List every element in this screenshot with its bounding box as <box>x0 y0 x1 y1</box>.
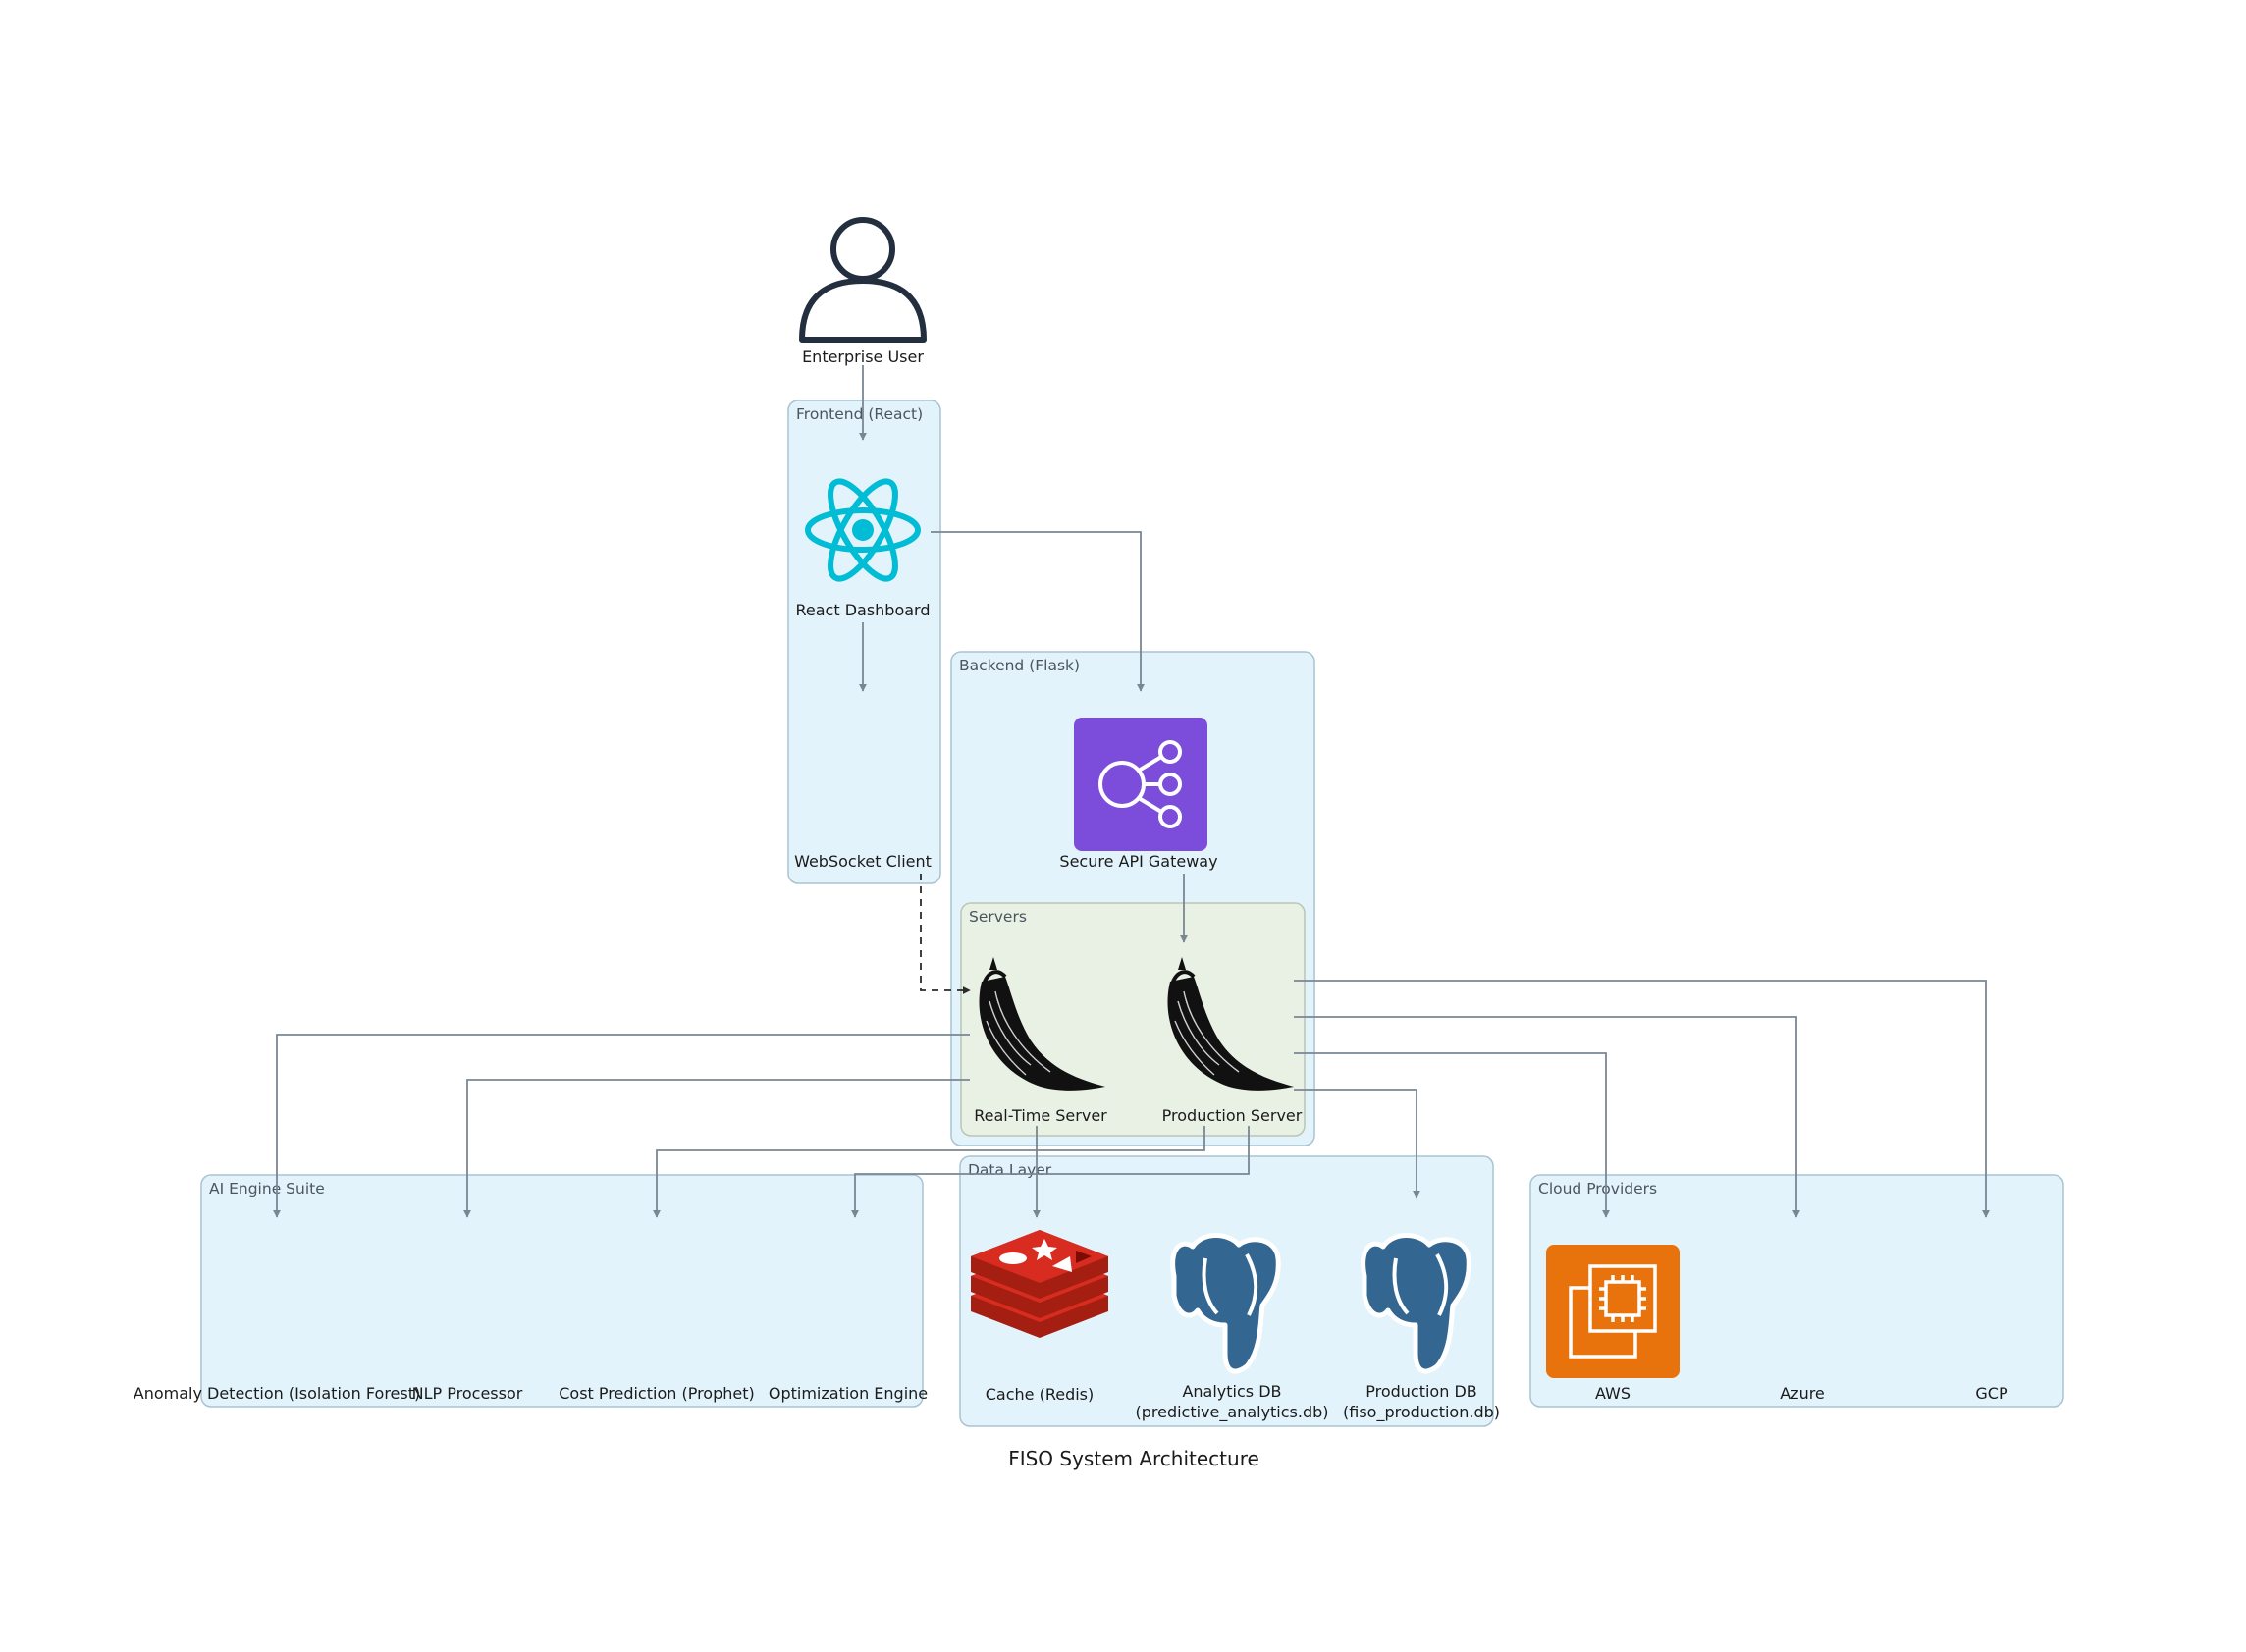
production-server-label: Production Server <box>1162 1106 1303 1125</box>
edge-websocket-to-realtime <box>920 874 971 994</box>
cluster-ai-engine: AI Engine Suite <box>200 1174 924 1408</box>
flask-icon <box>1167 957 1294 1091</box>
analytics-db-label: Analytics DB <box>1182 1382 1281 1401</box>
production-db-file-label: (fiso_production.db) <box>1343 1403 1500 1422</box>
api-gateway-icon <box>1074 718 1207 851</box>
node-cost-prediction[interactable]: Cost Prediction (Prophet) <box>559 1384 755 1403</box>
node-api-gateway[interactable]: Secure API Gateway <box>1059 718 1218 871</box>
node-realtime-server[interactable]: Real-Time Server <box>974 957 1107 1125</box>
anomaly-detection-label: Anomaly Detection (Isolation Forest) <box>134 1384 421 1403</box>
node-analytics-db[interactable]: Analytics DB (predictive_analytics.db) <box>1135 1233 1329 1422</box>
node-enterprise-user[interactable]: Enterprise User <box>799 217 927 366</box>
aws-label: AWS <box>1595 1384 1631 1403</box>
realtime-server-label: Real-Time Server <box>974 1106 1107 1125</box>
edge-production-to-optimization <box>851 1126 1250 1218</box>
diagram-title: FISO System Architecture <box>1008 1447 1259 1470</box>
node-optimization-engine[interactable]: Optimization Engine <box>769 1384 928 1403</box>
edge-realtime-to-anomaly <box>273 1034 970 1218</box>
cluster-data-layer-label: Data Layer <box>968 1161 1052 1179</box>
optimization-engine-label: Optimization Engine <box>769 1384 928 1403</box>
user-icon <box>799 217 927 343</box>
cache-redis-label: Cache (Redis) <box>986 1385 1095 1404</box>
api-gateway-label: Secure API Gateway <box>1059 852 1217 871</box>
flask-icon <box>979 957 1105 1091</box>
cluster-frontend: Frontend (React) <box>787 400 941 884</box>
edge-production-to-db <box>1294 1089 1420 1199</box>
node-react-dashboard[interactable]: React Dashboard <box>795 473 931 619</box>
node-azure[interactable]: Azure <box>1780 1384 1825 1403</box>
postgresql-icon <box>1170 1233 1281 1374</box>
websocket-client-label: WebSocket Client <box>794 852 932 871</box>
gcp-label: GCP <box>1975 1384 2008 1403</box>
aws-ec2-icon <box>1546 1245 1680 1378</box>
node-cache-redis[interactable]: Cache (Redis) <box>971 1230 1108 1404</box>
edge-production-to-cost <box>653 1126 1205 1218</box>
node-production-db[interactable]: Production DB (fiso_production.db) <box>1343 1233 1500 1422</box>
node-gcp[interactable]: GCP <box>1975 1384 2008 1403</box>
node-anomaly-detection[interactable]: Anomaly Detection (Isolation Forest) <box>134 1384 421 1403</box>
postgresql-icon <box>1361 1233 1471 1374</box>
azure-label: Azure <box>1780 1384 1825 1403</box>
nlp-processor-label: NLP Processor <box>412 1384 523 1403</box>
analytics-db-file-label: (predictive_analytics.db) <box>1135 1403 1328 1422</box>
production-db-label: Production DB <box>1365 1382 1477 1401</box>
node-websocket-client[interactable]: WebSocket Client <box>794 852 932 871</box>
cluster-cloud-providers-label: Cloud Providers <box>1538 1180 1657 1198</box>
edge-realtime-to-nlp <box>463 1079 970 1218</box>
react-icon <box>805 478 921 582</box>
cluster-ai-engine-label: AI Engine Suite <box>209 1180 325 1198</box>
edge-production-to-gcp <box>1294 980 1990 1218</box>
cluster-backend-label: Backend (Flask) <box>959 657 1080 674</box>
enterprise-user-label: Enterprise User <box>802 347 924 366</box>
redis-icon <box>971 1230 1108 1338</box>
edges <box>273 365 1990 1218</box>
cluster-servers-label: Servers <box>969 908 1027 926</box>
node-aws[interactable]: AWS <box>1546 1245 1680 1403</box>
node-nlp-processor[interactable]: NLP Processor <box>412 1384 523 1403</box>
cluster-frontend-label: Frontend (React) <box>796 405 923 423</box>
cost-prediction-label: Cost Prediction (Prophet) <box>559 1384 755 1403</box>
react-dashboard-label: React Dashboard <box>795 601 930 619</box>
edge-production-to-aws <box>1294 1052 1610 1218</box>
edge-dashboard-to-gateway <box>931 531 1145 692</box>
node-production-server[interactable]: Production Server <box>1162 957 1303 1125</box>
edge-production-to-azure <box>1294 1016 1800 1218</box>
